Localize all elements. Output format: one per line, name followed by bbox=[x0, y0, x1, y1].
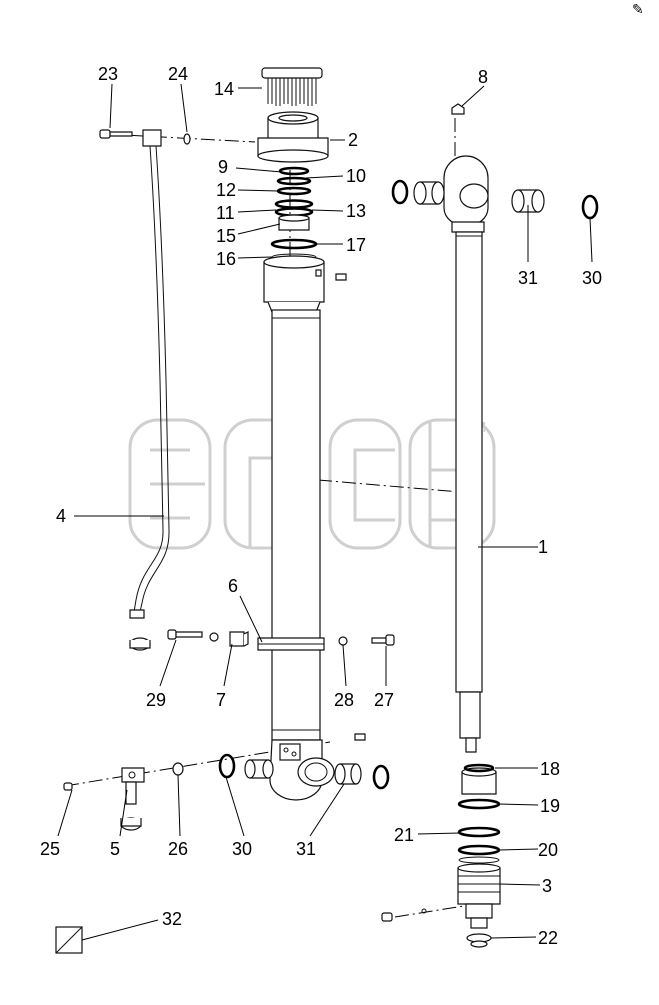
piston-parts-18-22 bbox=[457, 763, 501, 948]
cylinder-head-2 bbox=[257, 111, 329, 163]
callout-12: 12 bbox=[216, 180, 236, 200]
callout-30-bottom: 30 bbox=[232, 839, 252, 859]
leader-lines bbox=[57, 83, 593, 941]
callout-15: 15 bbox=[216, 226, 236, 246]
bolt-29 bbox=[167, 629, 203, 640]
callout-6: 6 bbox=[228, 576, 238, 596]
bolt-set-14 bbox=[261, 67, 323, 106]
callout-32: 32 bbox=[162, 909, 182, 929]
callout-20: 20 bbox=[538, 840, 558, 860]
callout-13: 13 bbox=[346, 201, 366, 221]
seal-stack-9-17 bbox=[270, 166, 318, 261]
callout-16: 16 bbox=[216, 249, 236, 269]
callout-17: 17 bbox=[346, 235, 366, 255]
callout-28: 28 bbox=[334, 690, 354, 710]
washer-pair-29-7 bbox=[209, 632, 219, 642]
callout-7: 7 bbox=[216, 690, 226, 710]
callout-31-top: 31 bbox=[518, 268, 538, 288]
cylinder-barrel bbox=[257, 255, 366, 801]
block-5 bbox=[120, 767, 145, 831]
clamp-block-7 bbox=[229, 631, 249, 647]
callout-11: 11 bbox=[216, 203, 235, 223]
grease-fitting-25 bbox=[63, 782, 73, 791]
callout-5: 5 bbox=[110, 839, 120, 859]
callout-29: 29 bbox=[146, 690, 166, 710]
screw-piston-lock bbox=[381, 908, 427, 922]
oring-30-bottom bbox=[218, 753, 390, 790]
callout-9: 9 bbox=[218, 157, 228, 177]
callout-27: 27 bbox=[374, 690, 394, 710]
callout-14: 14 bbox=[214, 79, 234, 99]
seal-26 bbox=[172, 762, 184, 776]
callout-22: 22 bbox=[538, 928, 558, 948]
legend-swatch-32 bbox=[55, 926, 83, 954]
bushing-31-bottom bbox=[244, 759, 362, 785]
callout-4: 4 bbox=[56, 506, 66, 526]
corner-mark: ✎ bbox=[632, 1, 644, 17]
bolt-27 bbox=[371, 634, 395, 646]
callout-26: 26 bbox=[168, 839, 188, 859]
callout-31-bottom: 31 bbox=[296, 839, 316, 859]
callout-2: 2 bbox=[348, 130, 358, 150]
callout-24: 24 bbox=[168, 64, 188, 84]
bushing-31-top bbox=[413, 181, 545, 213]
callout-3: 3 bbox=[542, 876, 552, 896]
washer-28 bbox=[338, 636, 348, 646]
callout-1: 1 bbox=[538, 537, 548, 557]
piston-rod-1 bbox=[443, 155, 489, 753]
callout-18: 18 bbox=[540, 759, 560, 779]
callout-10: 10 bbox=[346, 166, 366, 186]
callout-25: 25 bbox=[40, 839, 60, 859]
callout-23: 23 bbox=[98, 64, 118, 84]
grease-nipple-8 bbox=[451, 103, 465, 115]
bolt-23 bbox=[99, 129, 133, 139]
callout-21: 21 bbox=[394, 825, 414, 845]
callout-labels: 1 2 3 4 5 6 7 8 9 10 11 12 13 14 15 16 1… bbox=[40, 64, 602, 948]
washer-24 bbox=[183, 133, 191, 145]
callout-30-top: 30 bbox=[582, 268, 602, 288]
callout-8: 8 bbox=[478, 67, 488, 87]
callout-19: 19 bbox=[540, 796, 560, 816]
pipe-4 bbox=[129, 129, 170, 651]
